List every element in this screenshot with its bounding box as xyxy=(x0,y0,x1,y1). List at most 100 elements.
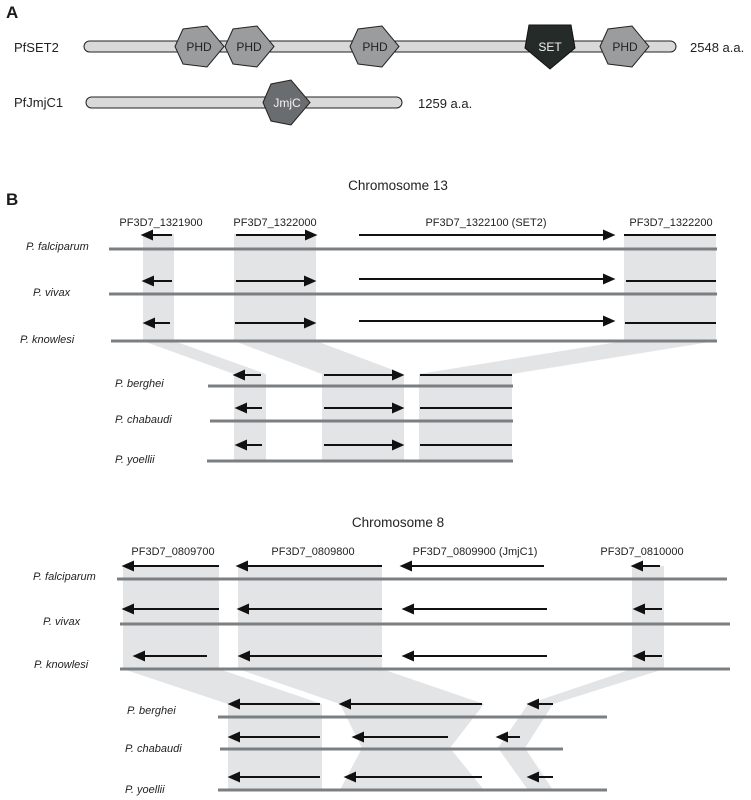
arrowhead xyxy=(526,698,539,710)
arrowhead xyxy=(236,603,249,615)
homology-link-gene4 xyxy=(419,341,716,374)
domain-label: PHD xyxy=(236,40,262,54)
species-label-berghei: P. berghei xyxy=(115,378,164,390)
species-label-knowlesi: P. knowlesi xyxy=(34,659,89,671)
arrowhead xyxy=(141,275,154,287)
homology-block-gene1-top xyxy=(143,234,174,341)
pfjmjc1-length-label: 1259 a.a. xyxy=(418,96,472,111)
chromosome-13-synteny: Chromosome 13 PF3D7_1321900 PF3D7_132200… xyxy=(20,178,717,466)
arrowhead xyxy=(632,603,645,615)
arrowhead xyxy=(399,560,412,572)
homology-block-gene2-top xyxy=(238,566,382,669)
arrowhead xyxy=(305,229,318,241)
arrowhead xyxy=(603,229,616,241)
arrowhead xyxy=(630,560,643,572)
panel-b: B Chromosome 13 PF3D7_1321900 PF3D7_1322… xyxy=(6,178,730,796)
arrowhead xyxy=(304,275,317,287)
arrowhead xyxy=(237,650,250,662)
homology-block-gene1-bottom xyxy=(234,374,266,460)
panel-b-letter: B xyxy=(6,190,18,209)
arrowhead xyxy=(392,439,405,451)
arrowhead xyxy=(343,771,356,783)
arrowhead xyxy=(234,439,247,451)
pfset2-domain-phd-4: PHD xyxy=(599,25,650,68)
arrowhead xyxy=(526,771,539,783)
arrowhead xyxy=(227,771,240,783)
homology-link-gene1 xyxy=(143,341,266,374)
arrowhead xyxy=(140,229,153,241)
arrowhead xyxy=(132,650,145,662)
homology-block-gene4-bottom xyxy=(419,374,512,460)
species-label-vivax: P. vivax xyxy=(43,616,81,628)
pfset2-domain-set: SET xyxy=(524,24,576,70)
arrowhead xyxy=(142,317,155,329)
homology-link-gene4 xyxy=(528,669,664,704)
arrowhead xyxy=(121,603,134,615)
chromosome-13-title: Chromosome 13 xyxy=(348,178,448,193)
panel-a: A PfSET2 PHD PHD PHD SET PHD 2548 a.a. P… xyxy=(6,3,744,126)
homology-block-gene2-top xyxy=(234,234,316,341)
arrowhead xyxy=(304,317,317,329)
homology-block-gene4-bottom xyxy=(498,704,553,790)
arrowhead xyxy=(227,698,240,710)
species-label-berghei: P. berghei xyxy=(127,705,176,717)
arrowhead xyxy=(121,560,134,572)
arrowhead xyxy=(234,402,247,414)
homology-block-gene1-top xyxy=(123,566,219,669)
pfjmjc1-protein-bar xyxy=(85,96,403,109)
species-label-yoellii: P. yoellii xyxy=(125,784,165,796)
gene-arrows xyxy=(121,560,662,783)
arrowhead xyxy=(401,650,414,662)
arrowhead xyxy=(603,315,616,327)
domain-label: PHD xyxy=(612,40,638,54)
arrowhead xyxy=(392,402,405,414)
homology-link-gene2 xyxy=(234,341,404,374)
arrowhead xyxy=(401,603,414,615)
arrowhead xyxy=(227,731,240,743)
species-label-yoellii: P. yoellii xyxy=(115,454,155,466)
gene-label-1: PF3D7_0809700 xyxy=(131,546,214,558)
arrowhead xyxy=(603,273,616,285)
domain-label: JmjC xyxy=(273,96,301,110)
pfset2-domain-phd-1: PHD xyxy=(174,25,225,68)
gene-label-4: PF3D7_0810000 xyxy=(600,546,683,558)
pfjmjc1-domain-jmjc: JmjC xyxy=(262,79,311,126)
species-label-knowlesi: P. knowlesi xyxy=(20,334,75,346)
chromosome-lines xyxy=(117,577,730,792)
species-label-vivax: P. vivax xyxy=(33,287,71,299)
homology-block-gene2-bottom xyxy=(340,704,484,790)
homology-shading xyxy=(143,234,716,460)
domain-label: SET xyxy=(538,40,562,54)
homology-block-gene1-bottom xyxy=(228,704,322,790)
arrowhead xyxy=(351,731,364,743)
species-label-falciparum: P. falciparum xyxy=(26,241,89,253)
homology-shading xyxy=(123,566,664,790)
arrowhead xyxy=(232,369,245,381)
homology-block-gene4-top xyxy=(624,234,716,341)
gene-label-4: PF3D7_1322200 xyxy=(629,217,712,229)
panel-a-letter: A xyxy=(6,3,18,22)
homology-block-gene2-bottom xyxy=(322,374,404,460)
pfset2-domain-phd-2: PHD xyxy=(224,25,275,68)
chromosome-8-synteny: Chromosome 8 PF3D7_0809700 PF3D7_0809800… xyxy=(33,515,730,796)
chromosome-lines xyxy=(109,247,717,463)
gene-arrows xyxy=(140,229,716,451)
arrowhead xyxy=(495,731,508,743)
species-label-chabaudi: P. chabaudi xyxy=(115,414,172,426)
homology-block-gene4-top xyxy=(632,566,664,669)
species-label-chabaudi: P. chabaudi xyxy=(125,743,182,755)
gene-label-3: PF3D7_1322100 (SET2) xyxy=(425,217,546,229)
arrowhead xyxy=(632,650,645,662)
pfset2-length-label: 2548 a.a. xyxy=(690,40,744,55)
homology-link-gene1 xyxy=(123,669,322,704)
domain-label: PHD xyxy=(186,40,212,54)
pfset2-domain-phd-3: PHD xyxy=(349,25,400,68)
arrowhead xyxy=(338,698,351,710)
chromosome-8-title: Chromosome 8 xyxy=(352,515,444,530)
gene-label-3: PF3D7_0809900 (JmjC1) xyxy=(413,546,538,558)
gene-label-2: PF3D7_1322000 xyxy=(233,217,316,229)
homology-link-gene2 xyxy=(238,669,484,704)
arrowhead xyxy=(392,369,405,381)
gene-label-2: PF3D7_0809800 xyxy=(271,546,354,558)
